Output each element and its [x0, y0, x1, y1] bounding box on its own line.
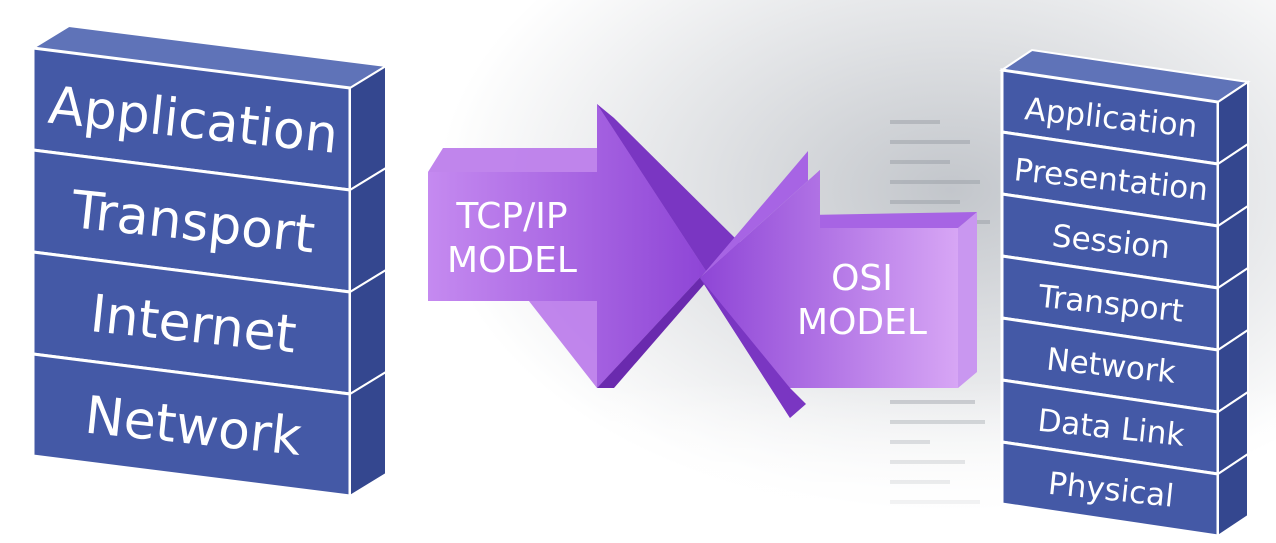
osi-layer-data-link: Data Link [1000, 378, 1249, 476]
tcpip-model-arrow: TCP/IP MODEL [428, 104, 740, 388]
tcpip-arrow-line2: MODEL [447, 240, 577, 281]
tcpip-layer-side [349, 370, 387, 498]
osi-layer-session: Session [1000, 192, 1249, 290]
osi-arrow-line1: OSI [831, 258, 893, 299]
osi-layer-network: Network [1000, 316, 1249, 414]
osi-layer-stack: ApplicationPresentationSessionTransportN… [999, 48, 1251, 538]
osi-layer-side [1217, 452, 1249, 538]
tcpip-layer-application: Application [31, 46, 387, 192]
osi-layer-application: Application [1000, 68, 1249, 166]
tcpip-layer-transport: Transport [31, 148, 387, 294]
tcpip-arrow-line1: TCP/IP [455, 196, 567, 237]
osi-arrow-line2: MODEL [797, 302, 927, 343]
tcpip-layer-internet: Internet [31, 250, 387, 396]
osi-layer-physical: Physical [1000, 440, 1249, 538]
osi-model-arrow: OSI MODEL [700, 151, 977, 418]
tcpip-layer-network: Network [31, 352, 387, 498]
